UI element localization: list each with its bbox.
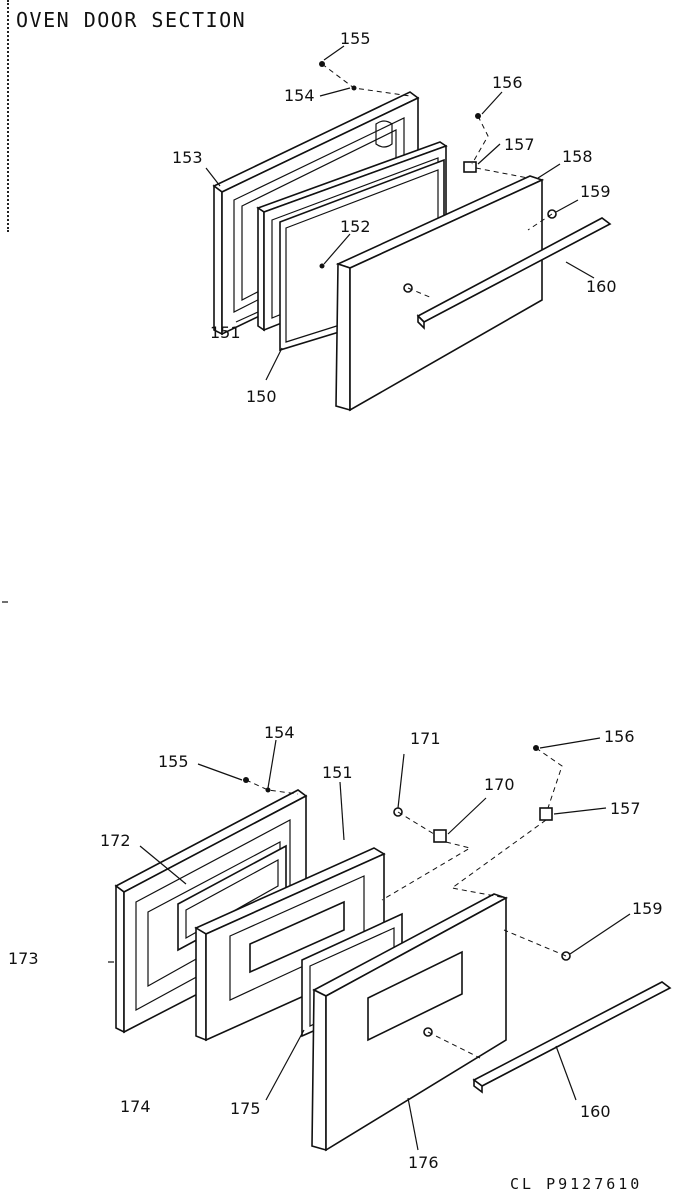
section-title: OVEN DOOR SECTION [16,8,247,32]
upper-assembly: 155 154 153 152 156 157 158 159 160 151 … [172,29,617,412]
label-156: 156 [492,73,523,92]
label-152: 152 [340,217,371,236]
drawing-code: CL P9127610 [510,1175,643,1193]
label-159: 159 [580,182,611,201]
label-155: 155 [158,752,189,771]
label-158: 158 [562,147,593,166]
label-176: 176 [408,1153,439,1172]
page-edge-line [7,0,11,232]
hinge-157 [539,807,553,821]
washer-154 [265,787,271,793]
label-154: 154 [284,86,315,105]
label-159: 159 [632,899,663,918]
label-150: 150 [246,387,277,406]
part-151-inner-panel [194,847,386,1042]
part-160-handle [416,217,612,330]
label-174: 174 [120,1097,151,1116]
lower-assembly: 155 154 151 171 170 156 157 159 172 173 … [8,723,672,1172]
label-155: 155 [340,29,371,48]
part-176-outer-door [311,893,508,1152]
label-172: 172 [100,831,131,850]
label-175: 175 [230,1099,261,1118]
label-170: 170 [484,775,515,794]
hinge-157 [463,161,477,173]
part-158-outer-door [335,175,545,412]
label-153: 153 [172,148,203,167]
label-154: 154 [264,723,295,742]
screw-152 [319,263,325,269]
hinge-170 [433,829,447,843]
label-151: 151 [210,323,241,342]
label-157: 157 [610,799,641,818]
label-157: 157 [504,135,535,154]
label-173: 173 [8,949,39,968]
label-156: 156 [604,727,635,746]
label-151: 151 [322,763,353,782]
label-160: 160 [586,277,617,296]
label-171: 171 [410,729,441,748]
part-160-handle [472,981,672,1094]
label-160: 160 [580,1102,611,1121]
